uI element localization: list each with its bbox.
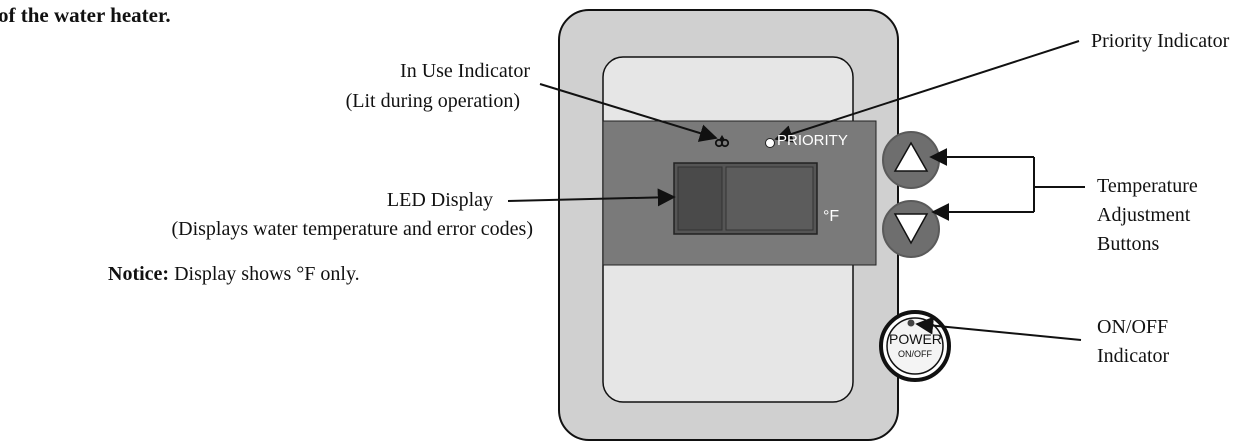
callout-priority-title: Priority Indicator: [1091, 30, 1230, 52]
temp-down-icon[interactable]: [893, 213, 929, 245]
callout-led-note: (Displays water temperature and error co…: [171, 218, 533, 240]
notice-text: Display shows °F only.: [174, 263, 360, 285]
in-use-flame-icon: [714, 135, 730, 148]
priority-led-icon: [765, 138, 775, 148]
power-button-label: POWER: [889, 331, 942, 347]
callout-in-use-note: (Lit during operation): [345, 90, 520, 112]
leader-in-use: [539, 83, 718, 142]
control-band: [602, 120, 877, 266]
power-button-sublabel: ON/OFF: [898, 349, 932, 359]
callout-in-use-title: In Use Indicator: [400, 60, 530, 82]
temp-up-icon[interactable]: [893, 141, 929, 172]
onoff-led-icon: [907, 319, 915, 327]
callout-temp-line2: Adjustment: [1097, 204, 1191, 226]
callout-temp-line3: Buttons: [1097, 233, 1160, 255]
leader-led: [507, 188, 676, 207]
priority-panel-label: PRIORITY: [777, 132, 848, 149]
leader-priority: [774, 40, 1080, 143]
page-heading: of the water heater.: [0, 3, 171, 27]
led-digit-right: [725, 166, 814, 231]
unit-label: °F: [823, 208, 840, 225]
notice-label: Notice:: [108, 263, 170, 285]
callout-onoff-line1: ON/OFF: [1097, 316, 1169, 338]
led-digit-left: [677, 166, 723, 231]
callout-led-title: LED Display: [386, 189, 493, 211]
callout-temp-line1: Temperature: [1097, 175, 1198, 197]
leader-onoff: [915, 316, 1082, 341]
callout-notice: Notice: Display shows °F only.: [108, 262, 360, 286]
callout-onoff-line2: Indicator: [1097, 345, 1170, 367]
